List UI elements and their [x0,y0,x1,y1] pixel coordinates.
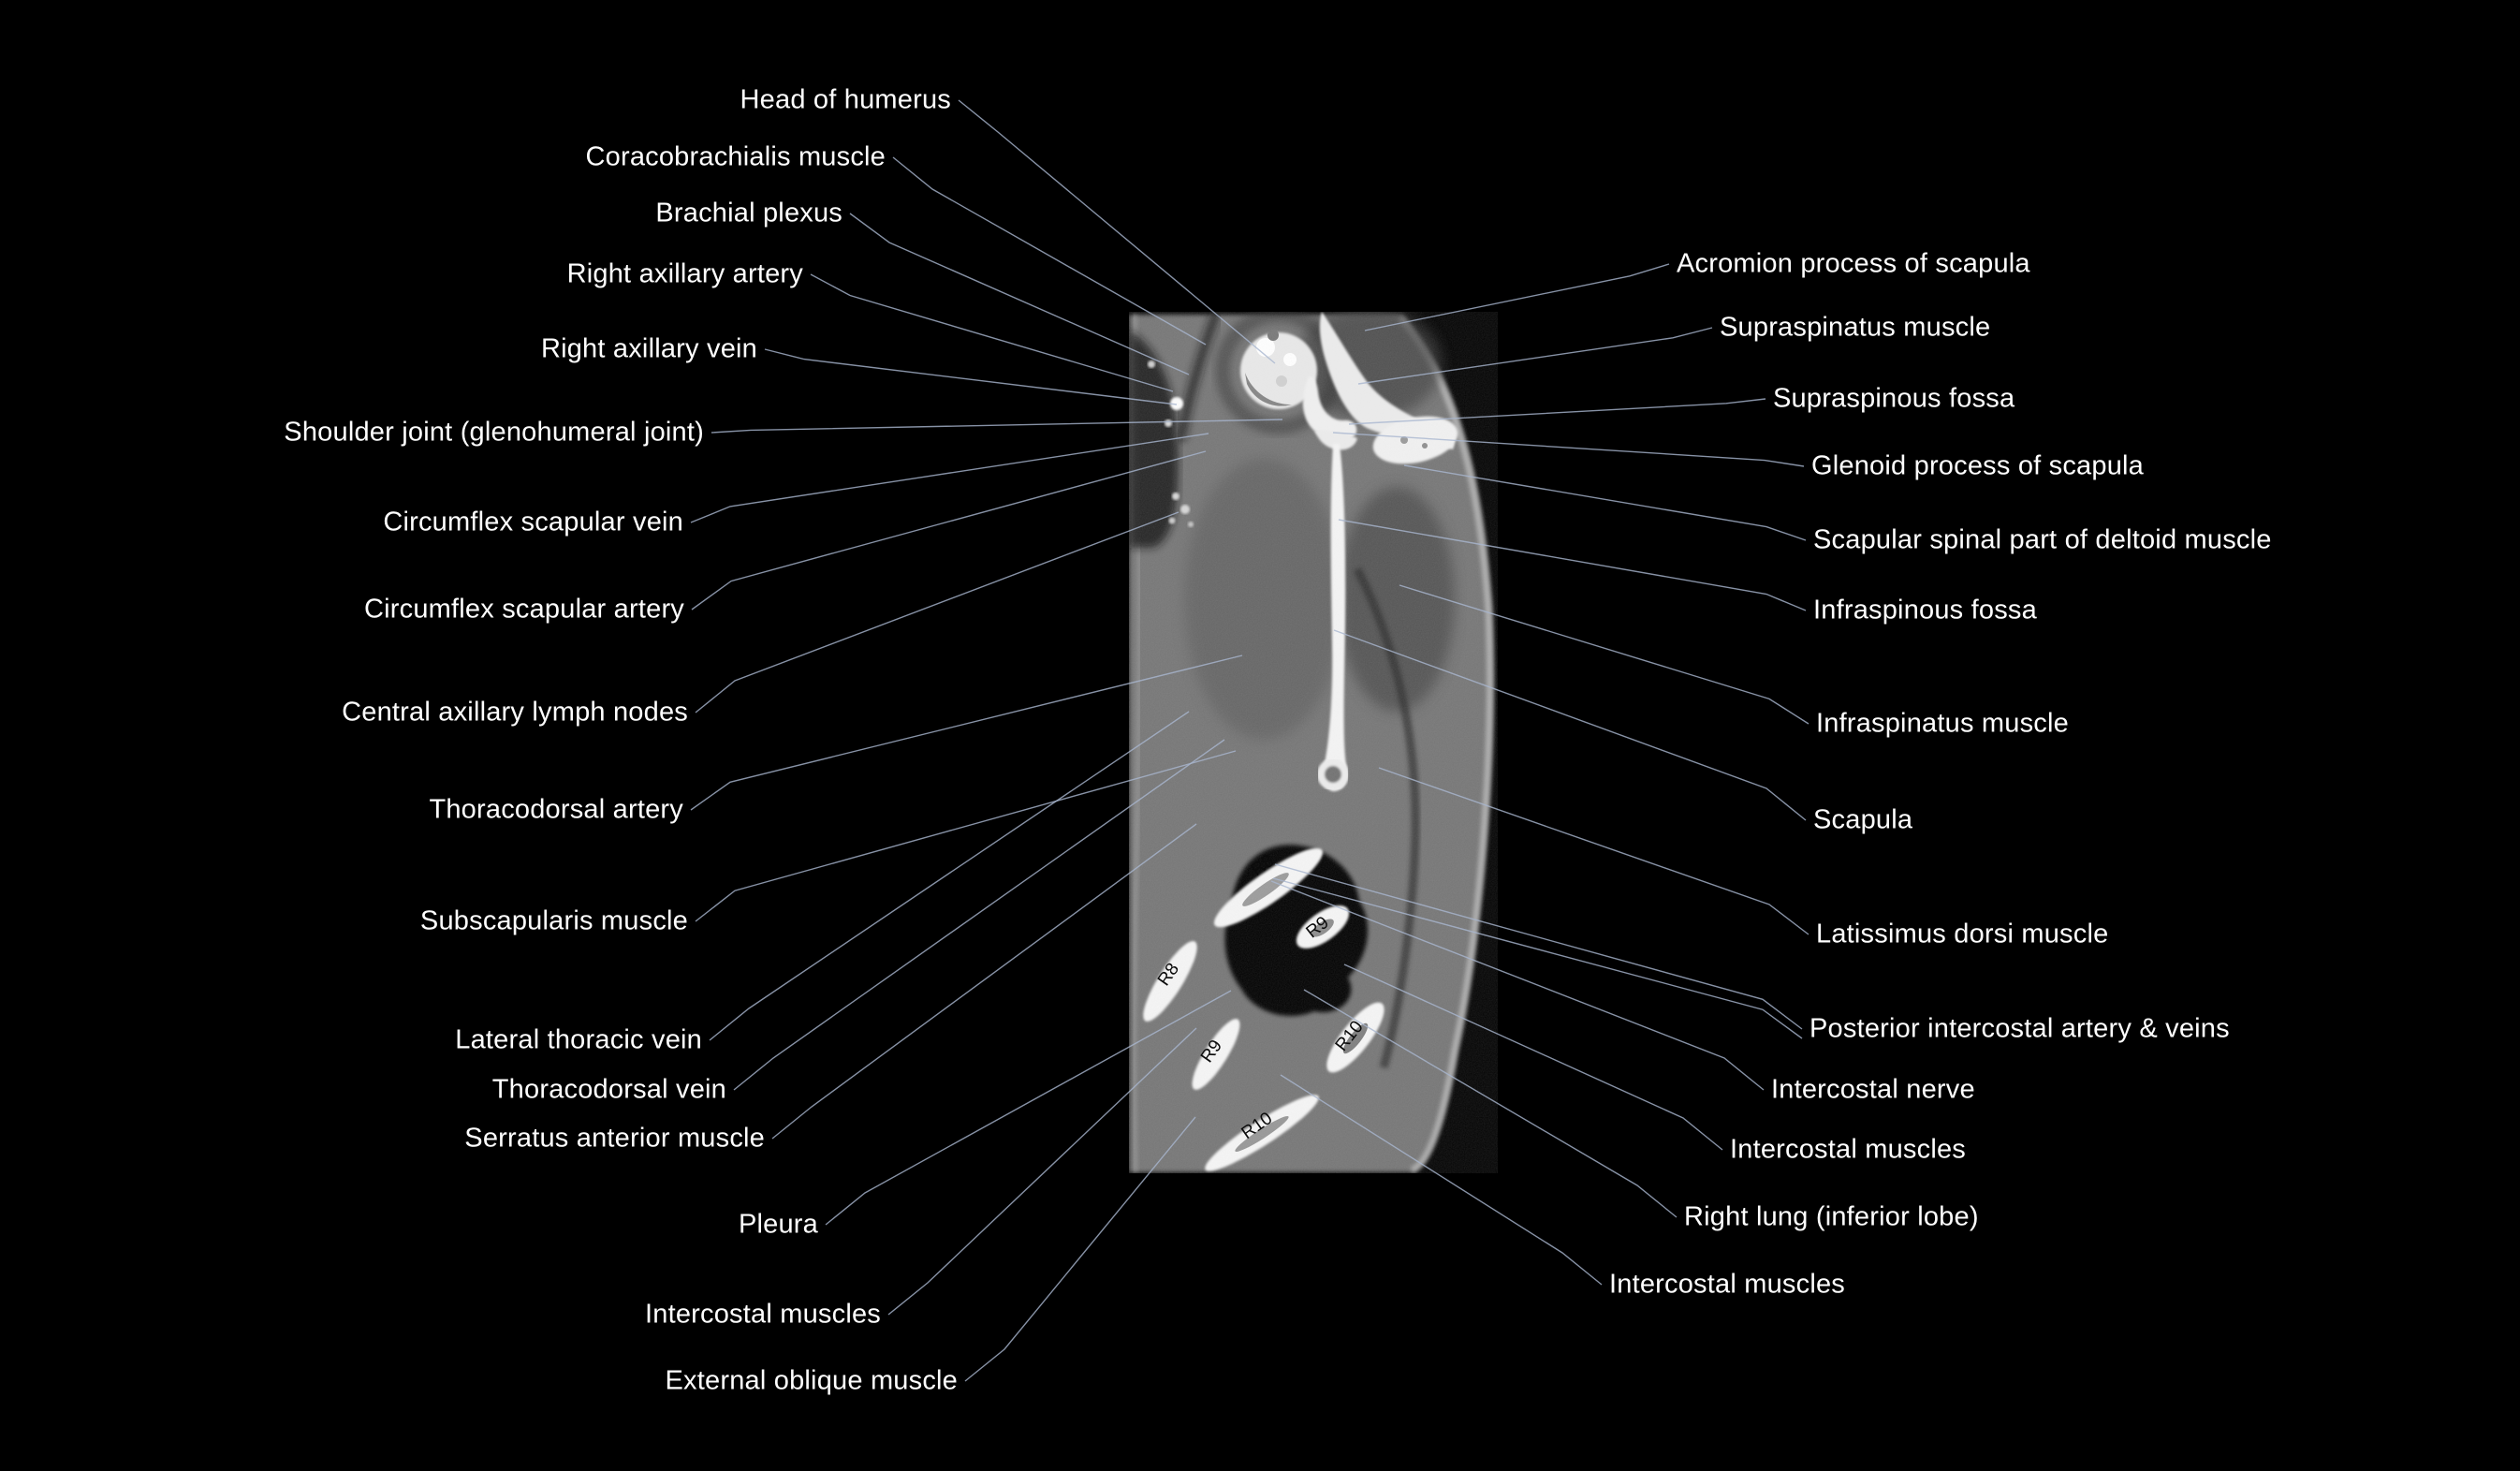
anatomy-label: Intercostal nerve [1771,1074,1975,1105]
anatomy-label: Infraspinatus muscle [1816,708,2069,739]
leader-line [1364,263,1670,331]
anatomy-label: External oblique muscle [665,1365,958,1396]
leader-line [887,1027,1197,1316]
leader-line [1272,877,1803,1039]
anatomy-label: Lateral thoracic vein [455,1024,702,1055]
leader-line [1399,584,1809,725]
leader-line [695,750,1237,922]
leader-line [771,823,1197,1140]
leader-line [695,511,1179,713]
anatomy-label: Brachial plexus [655,198,842,228]
anatomy-label: Circumflex scapular artery [363,594,684,625]
leader-lines [690,99,1809,1382]
anatomy-label: Supraspinatus muscle [1720,312,1991,343]
anatomy-label: Scapula [1813,804,1913,835]
anatomy-label: Thoracodorsal vein [491,1074,726,1105]
anatomy-label: Right lung (inferior lobe) [1684,1201,1979,1232]
leader-line [892,156,1207,346]
anatomy-label: Head of humerus [740,84,951,115]
anatomy-label: Right axillary vein [540,333,757,364]
leader-line [1343,964,1723,1151]
leader-line [733,739,1225,1091]
anatomy-label: Intercostal muscles [1730,1134,1966,1165]
anatomy-label: Acromion process of scapula [1677,248,2030,279]
leader-line [1280,1074,1603,1286]
anatomy-label: Latissimus dorsi muscle [1816,919,2109,949]
leader-line [1348,398,1766,425]
anatomy-label: Right axillary artery [566,258,803,289]
anatomy-label: Intercostal muscles [1609,1269,1845,1300]
leader-line [958,99,1276,364]
anatomy-label: Pleura [738,1209,818,1240]
anatomy-label: Infraspinous fossa [1813,595,2037,625]
leader-line [1378,767,1809,935]
leader-line [709,711,1190,1041]
leader-line [810,273,1174,392]
leader-line [1270,880,1765,1091]
leader-line [691,450,1207,610]
leader-line [849,213,1190,375]
anatomy-label: Scapular spinal part of deltoid muscle [1813,524,2272,555]
anatomy-label: Intercostal muscles [645,1299,881,1330]
anatomy-label: Serratus anterior muscle [464,1123,765,1154]
leader-line [690,433,1209,523]
leader-line [1357,327,1713,385]
leader-line [764,348,1178,405]
leader-line [1333,629,1807,821]
leader-line [1403,464,1807,541]
anatomy-label: Posterior intercostal artery & veins [1809,1013,2230,1044]
leader-line [1274,863,1803,1030]
leader-line [825,990,1232,1226]
anatomy-label: Central axillary lymph nodes [342,697,688,728]
anatomy-label: Subscapularis muscle [419,905,688,936]
leader-line [1303,989,1678,1218]
ct-noise-overlay [1129,312,1498,1173]
anatomy-label: Coracobrachialis muscle [585,141,886,172]
leader-line [711,419,1283,434]
anatomy-label: Shoulder joint (glenohumeral joint) [284,417,704,448]
anatomy-label: Thoracodorsal artery [429,794,683,825]
leader-line [1338,519,1807,611]
leader-line [964,1116,1196,1382]
anatomy-label: Glenoid process of scapula [1811,450,2145,481]
anatomy-label: Supraspinous fossa [1773,383,2015,414]
leader-line [690,655,1243,811]
leader-line [1332,432,1805,467]
anatomy-label: Circumflex scapular vein [383,507,683,537]
